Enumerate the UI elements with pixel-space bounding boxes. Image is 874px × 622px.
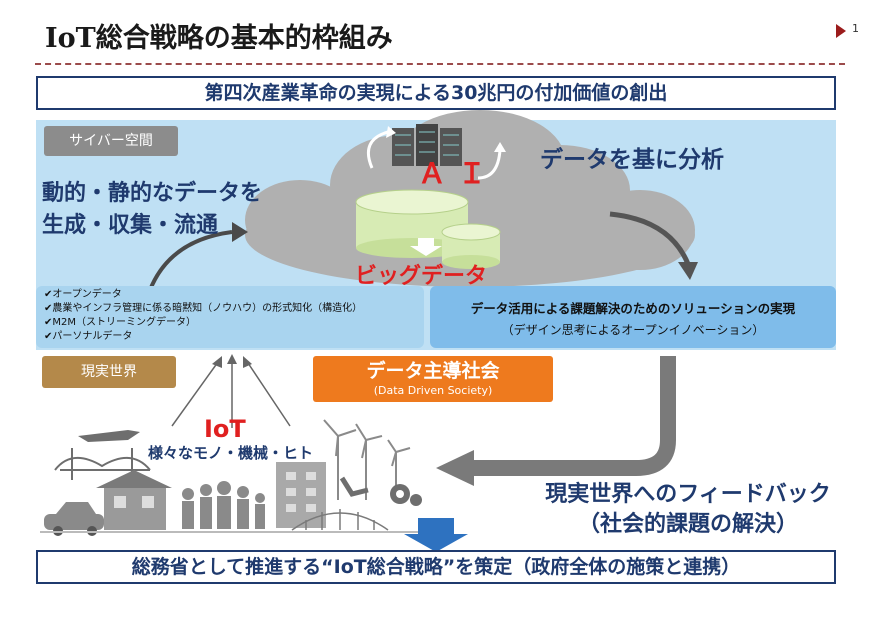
iot-label: IoT [204, 415, 246, 443]
ai-label: ＡＩ [418, 157, 499, 190]
cyber-space-label: サイバー空間 [44, 126, 178, 156]
iot-things-label: 様々なモノ・機械・ヒト [148, 444, 314, 462]
greenhouse-icon [291, 509, 389, 531]
airplane-icon [78, 430, 140, 442]
strategy-arrow [404, 518, 468, 552]
data-driven-society-box: データ主導社会 (Data Driven Society) [313, 356, 553, 402]
city-illustration [40, 419, 440, 536]
big-data-label: ビッグデータ [355, 264, 488, 289]
dds-sub-text: (Data Driven Society) [373, 384, 493, 397]
bridge-icon [54, 448, 151, 480]
slide-marker-icon [836, 24, 846, 38]
cycle-arrows-icon [367, 130, 502, 180]
solution-box: データ活用による課題解決のためのソリューションの実現 （デザイン思考によるオープ… [430, 286, 836, 348]
real-world-label: 現実世界 [42, 356, 176, 388]
feedback-heading: 現実世界へのフィードバック （社会的課題の解決） [528, 480, 848, 540]
generate-collect-heading: 動的・静的なデータを 生成・収集・流通 [42, 178, 262, 242]
list-item: ✔オープンデータ [44, 289, 122, 300]
feedback-line2: （社会的課題の解決） [577, 512, 798, 537]
sensor-arrows [171, 359, 291, 428]
analysis-arrow [609, 211, 691, 265]
database-icon [355, 189, 501, 269]
solution-main-text: データ活用による課題解決のためのソリューションの実現 [470, 301, 796, 316]
page-number: 1 [852, 22, 859, 35]
top-banner: 第四次産業革命の実現による30兆円の付加価値の創出 [36, 76, 836, 110]
list-item: ✔M2M（ストリーミングデータ） [44, 317, 196, 328]
down-arrow-icon [410, 238, 442, 256]
list-item: ✔パーソナルデータ [44, 331, 133, 342]
list-item: ✔農業やインフラ管理に係る暗黙知（ノウハウ）の形式知化（構造化） [44, 303, 363, 314]
analysis-heading: データを基に分析 [540, 147, 724, 173]
gear-icon [390, 484, 422, 506]
building-icon [276, 462, 326, 528]
title-divider [35, 63, 845, 65]
bottom-banner: 総務省として推進する“IoT総合戦略”を策定（政府全体の施策と連携） [36, 550, 836, 584]
people-icon [182, 481, 265, 529]
data-types-list: ✔オープンデータ ✔農業やインフラ管理に係る暗黙知（ノウハウ）の形式知化（構造化… [36, 286, 424, 348]
page-title: IoT総合戦略の基本的枠組み [45, 23, 393, 54]
house-icon [96, 470, 172, 530]
robot-arm-icon [339, 476, 369, 497]
dds-main-text: データ主導社会 [366, 360, 500, 382]
heading-left-line1: 動的・静的なデータを [42, 181, 263, 206]
solution-sub-text: （デザイン思考によるオープンイノベーション） [501, 323, 765, 337]
server-rack-icon [392, 124, 462, 166]
input-arrow [148, 230, 233, 291]
feedback-arrow [436, 356, 676, 486]
car-icon [44, 502, 104, 536]
heading-left-line2: 生成・収集・流通 [42, 213, 219, 238]
feedback-line1: 現実世界へのフィードバック [545, 482, 831, 507]
